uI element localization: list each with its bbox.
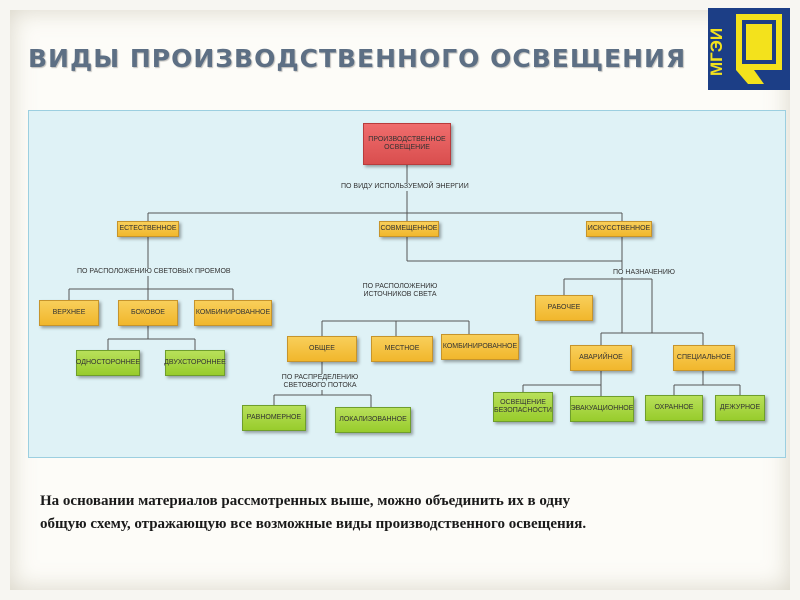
logo-text: МГЭИ — [708, 28, 726, 76]
slide-title: ВИДЫ ПРОИЗВОДСТВЕННОГО ОСВЕЩЕНИЯ — [28, 44, 687, 73]
node-combined: Совмещенное — [379, 221, 439, 237]
node-natural: Естественное — [117, 221, 179, 237]
node-special: Специальное — [673, 345, 735, 371]
node-general: Общее — [287, 336, 357, 362]
label-by-sources: По расположению источников света — [359, 283, 441, 299]
caption-line-2: общую схему, отражающую все возможные ви… — [40, 516, 587, 532]
node-duty: Дежурное — [715, 395, 765, 421]
label-by-openings: По расположению световых проемов — [77, 268, 231, 276]
caption-line-1: На основании материалов рассмотренных вы… — [40, 493, 571, 509]
node-emergency: Аварийное — [570, 345, 632, 371]
label-by-purpose: По назначению — [613, 269, 675, 277]
node-working: Рабочее — [535, 295, 593, 321]
node-safety-lighting: Освещение безопасности — [493, 392, 553, 422]
mgei-logo: МГЭИ — [708, 8, 790, 90]
node-top: Верхнее — [39, 300, 99, 326]
node-artificial: Искусственное — [586, 221, 652, 237]
node-one-sided: Одностороннее — [76, 350, 140, 376]
label-by-flux: По распределению светового потока — [277, 374, 363, 390]
label-by-flux-text: По распределению светового потока — [281, 374, 359, 389]
label-by-sources-text: По расположению источников света — [362, 283, 438, 298]
node-security: Охранное — [645, 395, 703, 421]
node-combined-artificial: Комбинированное — [441, 334, 519, 360]
node-combined-natural: Комбинированное — [194, 300, 272, 326]
node-evacuation: Эвакуационное — [570, 396, 634, 422]
node-two-sided: Двухстороннее — [164, 350, 226, 376]
node-local: Местное — [371, 336, 433, 362]
node-production-lighting: Производственное освещение — [363, 123, 451, 165]
node-localized: Локализованное — [335, 407, 411, 433]
label-by-energy: По виду используемой энергии — [341, 183, 469, 191]
slide-caption: На основании материалов рассмотренных вы… — [40, 490, 780, 536]
node-side: Боковое — [118, 300, 178, 326]
node-uniform: Равномерное — [242, 405, 306, 431]
diagram-panel: Производственное освещение По виду испол… — [28, 110, 786, 458]
